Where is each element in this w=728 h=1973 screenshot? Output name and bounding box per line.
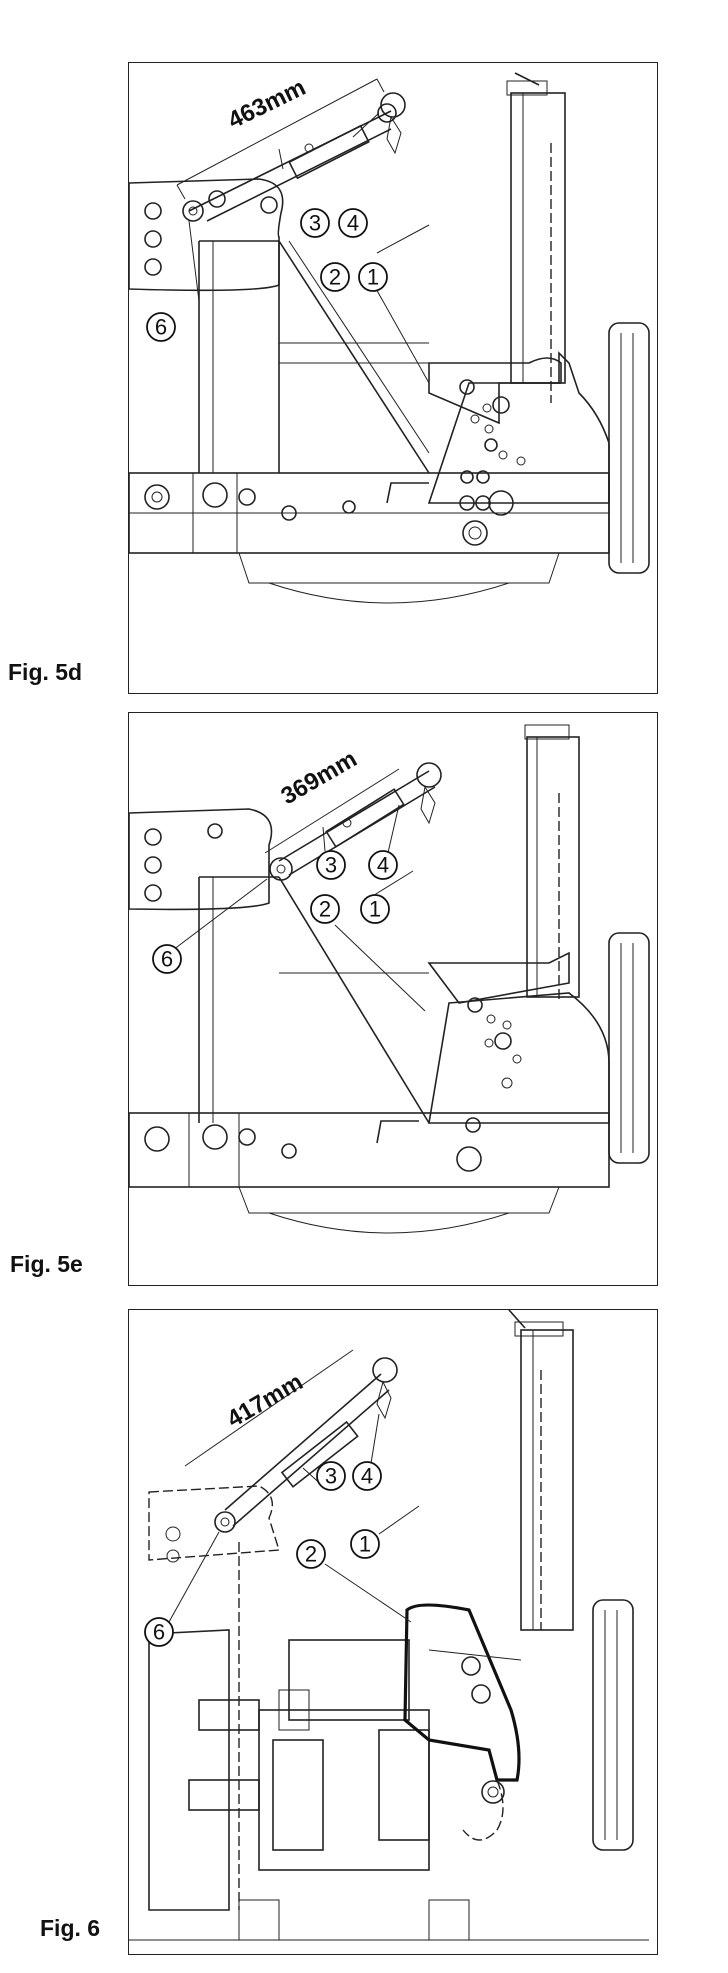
callout-3: 3 — [316, 850, 346, 880]
top-link-arm — [224, 1373, 382, 1511]
dimension-line — [184, 1349, 354, 1467]
mast-post — [520, 1329, 574, 1631]
svg-text:4: 4 — [347, 211, 359, 236]
turnbuckle — [280, 1420, 359, 1488]
figure-5e-drawing: 369mm — [128, 712, 658, 1286]
figure-5d-drawing: 463mm — [128, 62, 658, 694]
figure-6-drawing: 417mm 1 2 — [128, 1309, 658, 1955]
figure-label: Fig. 5e — [10, 1251, 83, 1277]
figure-label: Fig. 5d — [8, 659, 83, 685]
turnbuckle — [325, 788, 405, 848]
highlighted-bracket — [403, 1603, 521, 1782]
drive-disc — [608, 932, 650, 1164]
svg-text:1: 1 — [359, 1532, 371, 1557]
bottom-frame — [129, 1112, 610, 1188]
hitch-pin — [182, 200, 204, 222]
svg-text:3: 3 — [309, 211, 321, 236]
svg-text:2: 2 — [305, 1542, 317, 1567]
callout-2: 2 — [310, 894, 340, 924]
callout-6: 6 — [144, 1617, 174, 1647]
dimension-line — [264, 768, 400, 854]
svg-text:2: 2 — [329, 265, 341, 290]
shaft-upper — [198, 1699, 260, 1731]
callout-4: 4 — [338, 208, 368, 238]
callout-2: 2 — [320, 262, 350, 292]
lock-pin — [416, 762, 442, 788]
callout-6: 6 — [152, 944, 182, 974]
svg-text:4: 4 — [361, 1464, 373, 1489]
figure-5d-svg: 463mm — [129, 72, 650, 604]
top-link-arm — [278, 770, 430, 862]
dimension-label: 417mm — [223, 1368, 308, 1433]
dimension-line — [176, 78, 378, 186]
callout-3: 3 — [316, 1461, 346, 1491]
lock-pin — [380, 92, 406, 118]
figure-label: Fig. 6 — [40, 1915, 101, 1941]
svg-text:2: 2 — [319, 897, 331, 922]
upper-plate — [148, 1485, 280, 1561]
svg-text:6: 6 — [161, 947, 173, 972]
drive-disc — [608, 322, 650, 574]
upper-plate — [129, 178, 284, 292]
figure-6-svg: 417mm 1 2 — [129, 1310, 649, 1941]
callout-6: 6 — [146, 312, 176, 342]
svg-text:4: 4 — [377, 853, 389, 878]
svg-text:3: 3 — [325, 853, 337, 878]
callout-3: 3 — [300, 208, 330, 238]
hitch-pin — [214, 1511, 236, 1533]
turnbuckle — [288, 124, 370, 180]
gearbox-housing — [148, 1629, 230, 1911]
svg-text:1: 1 — [369, 897, 381, 922]
callout-4: 4 — [368, 850, 398, 880]
callout-1: 1 — [360, 894, 390, 924]
svg-text:6: 6 — [155, 315, 167, 340]
mast-post — [510, 92, 566, 384]
callout-1: 1 — [358, 262, 388, 292]
callout-4: 4 — [352, 1461, 382, 1491]
shaft-lower — [188, 1779, 260, 1811]
svg-text:6: 6 — [153, 1620, 165, 1645]
dimension-label: 463mm — [224, 74, 310, 135]
svg-text:1: 1 — [367, 265, 379, 290]
side-bracket — [428, 357, 562, 425]
mast-post — [526, 736, 580, 998]
drive-disc — [592, 1599, 634, 1851]
svg-text:3: 3 — [325, 1464, 337, 1489]
lock-pin — [372, 1357, 398, 1383]
figure-5e-svg: 369mm — [129, 724, 650, 1234]
callout-2: 2 — [296, 1539, 326, 1569]
side-bracket — [427, 951, 570, 1004]
callout-1: 1 — [350, 1529, 380, 1559]
upper-plate — [129, 808, 273, 911]
